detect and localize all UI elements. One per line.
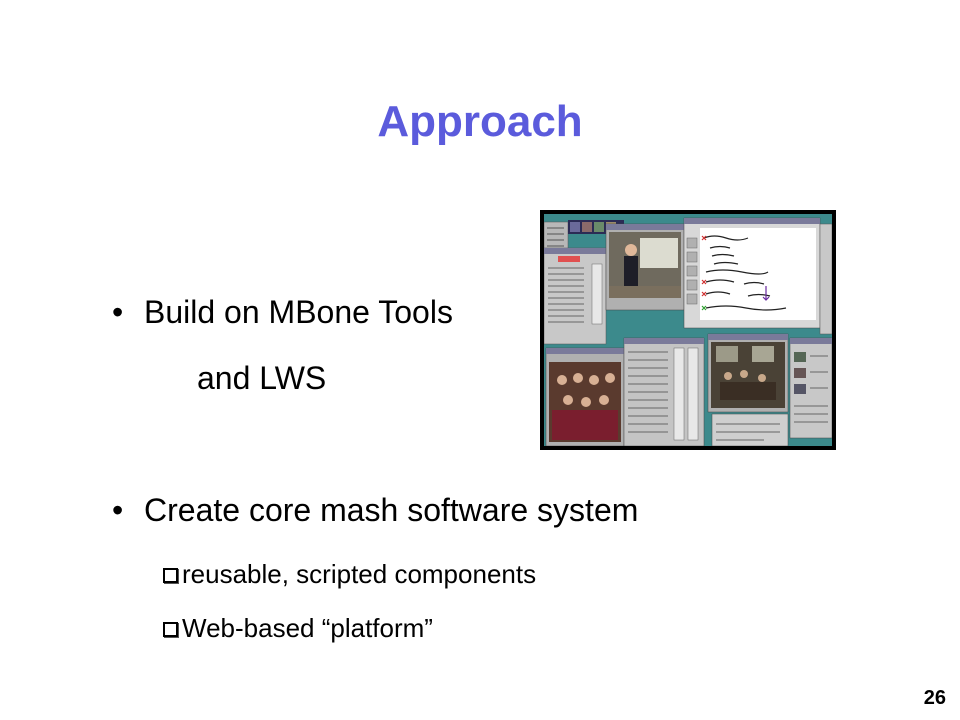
right-toolbar	[819, 223, 832, 335]
slide-title: Approach	[377, 97, 583, 146]
page-number: 26	[923, 687, 946, 709]
bullet-dot-icon: •	[112, 294, 124, 330]
desktop-screenshot-graphic	[544, 214, 832, 446]
bullet-text: Create core mash software system	[144, 492, 639, 528]
checkbox-bullet-icon	[163, 568, 178, 583]
sub-bullet-text: Web-based “platform”	[182, 613, 433, 643]
bullet-core-mash: • Create core mash software system	[112, 490, 638, 530]
bottom-status-window	[711, 413, 789, 446]
bullet-continuation-lws: and LWS	[197, 360, 327, 396]
checkbox-bullet-icon	[163, 622, 178, 637]
bullet-mbone-tools: • Build on MBone Tools	[112, 292, 453, 332]
sub-bullet-text: reusable, scripted components	[182, 559, 537, 589]
sub-bullet-web-based: Web-based “platform”	[163, 612, 433, 644]
bullet-text: Build on MBone Tools	[144, 294, 453, 330]
sub-bullet-reusable: reusable, scripted components	[163, 558, 536, 590]
bullet-dot-icon: •	[112, 492, 124, 528]
desktop-screenshot-image	[540, 210, 836, 450]
